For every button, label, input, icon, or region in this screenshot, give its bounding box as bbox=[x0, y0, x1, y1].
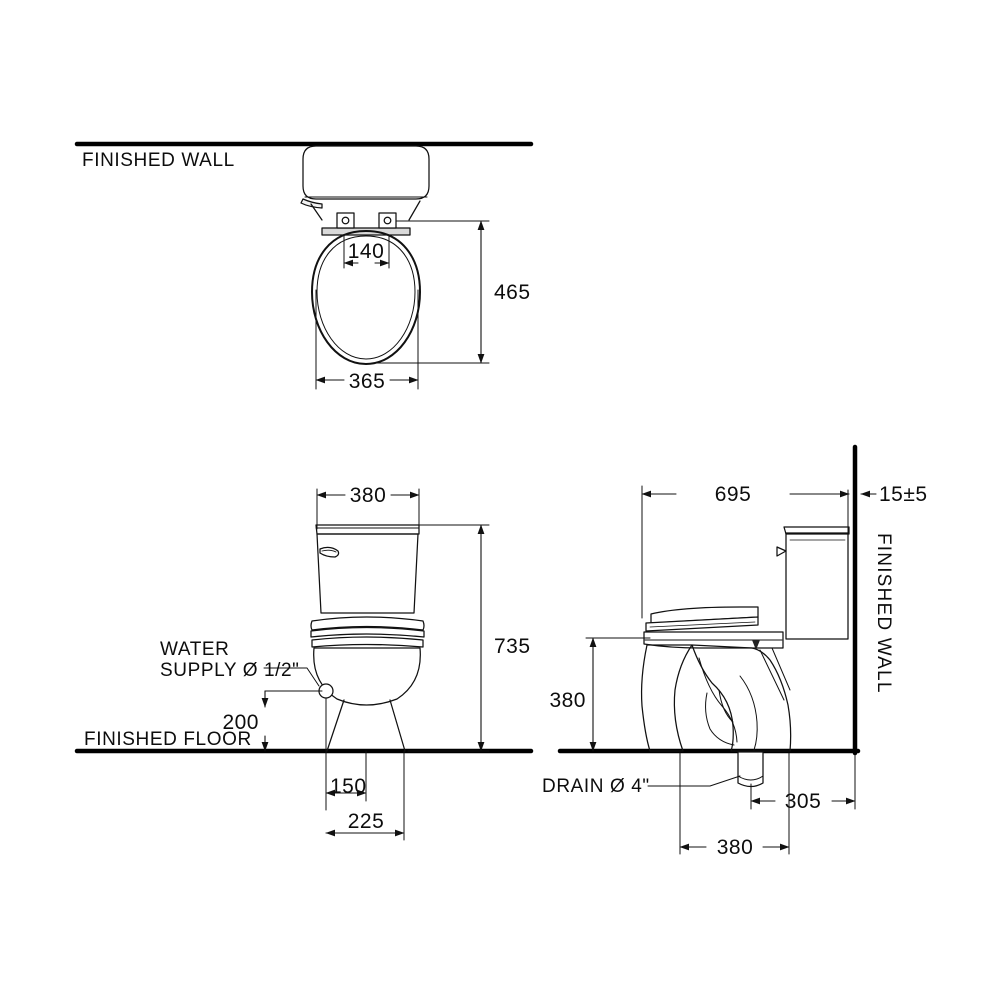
plan-hinge-bolt-left bbox=[341, 216, 350, 225]
front-dim-225-text: 225 bbox=[348, 810, 385, 833]
front-flush-handle-detail bbox=[321, 549, 337, 553]
front-finished-floor-label: FINISHED FLOOR bbox=[84, 729, 252, 750]
plan-dim-140-text: 140 bbox=[348, 240, 385, 263]
front-pedestal-right bbox=[389, 699, 406, 752]
front-seat-lid bbox=[310, 616, 425, 631]
side-seat-ring-line bbox=[649, 621, 756, 628]
side-dim-380h-text: 380 bbox=[549, 689, 586, 712]
side-dim-695-text: 695 bbox=[715, 483, 752, 506]
side-finished-wall-label: FINISHED WALL bbox=[873, 533, 894, 694]
front-elevation-view: FINISHED FLOOR WATER SUPPLY Ø 1/2" 380 bbox=[74, 484, 534, 841]
front-dim-380-text: 380 bbox=[350, 484, 387, 507]
side-drain-label: DRAIN Ø 4" bbox=[542, 776, 650, 797]
side-dim-gap-text: 15±5 bbox=[879, 483, 928, 506]
side-dim-305-text: 305 bbox=[785, 790, 822, 813]
side-trap-inner-curve-3 bbox=[705, 692, 735, 746]
side-dim-380d-text: 380 bbox=[717, 836, 754, 859]
side-trap-inner-curve-4 bbox=[739, 675, 758, 751]
plan-hinge-block-right bbox=[378, 212, 397, 229]
front-bowl bbox=[313, 647, 421, 706]
plan-dim-365-text: 365 bbox=[349, 370, 386, 393]
front-dim-150-text: 150 bbox=[330, 775, 367, 798]
side-tank-support-right bbox=[771, 647, 791, 691]
side-drain-spigot-curve bbox=[737, 775, 764, 781]
plan-flush-lever bbox=[300, 198, 323, 209]
side-fill-valve-nub bbox=[752, 640, 760, 650]
side-trap-inner-curve-1 bbox=[698, 657, 738, 743]
front-pedestal-left bbox=[326, 699, 345, 752]
plan-view: FINISHED WALL 140 465 bbox=[74, 141, 534, 393]
plan-seat-inner-ring bbox=[316, 235, 416, 360]
front-dim-735-text: 735 bbox=[494, 635, 531, 658]
front-water-supply-label-line1: WATER bbox=[160, 639, 230, 660]
front-tank-lid bbox=[315, 524, 420, 535]
front-seat-ring bbox=[310, 626, 425, 638]
plan-bowl-right-shoulder bbox=[408, 200, 421, 221]
plan-hinge-block-left bbox=[336, 212, 355, 229]
side-tank-body bbox=[785, 532, 849, 640]
side-flush-lever bbox=[776, 546, 787, 557]
side-pedestal-front bbox=[640, 644, 693, 752]
front-seat-base-rim bbox=[311, 636, 424, 648]
plan-tank-outline bbox=[302, 145, 430, 200]
side-tank-lid bbox=[783, 526, 850, 535]
front-tank-body bbox=[316, 533, 419, 614]
side-tank-support-left bbox=[759, 649, 785, 701]
front-water-supply-label-line2: SUPPLY Ø 1/2" bbox=[160, 660, 300, 681]
side-trap-housing bbox=[691, 644, 792, 752]
side-trap-inner-curve-2 bbox=[718, 689, 734, 723]
side-seat-lid bbox=[650, 606, 759, 624]
side-elevation-view: FINISHED WALL DRAIN Ø 4" bbox=[542, 444, 928, 859]
plan-seat-outline bbox=[311, 230, 421, 365]
front-flush-handle bbox=[319, 546, 340, 558]
front-dim-200-text: 200 bbox=[222, 711, 259, 734]
side-drain-leader bbox=[647, 775, 741, 787]
side-drain-spigot bbox=[737, 751, 764, 788]
front-water-supply-leader bbox=[263, 667, 320, 687]
plan-finished-wall-label: FINISHED WALL bbox=[82, 150, 235, 171]
side-seat-ring bbox=[645, 616, 759, 632]
plan-dim-465-text: 465 bbox=[494, 281, 531, 304]
plan-bowl-left-shoulder bbox=[310, 203, 323, 221]
plan-hinge-bolt-right bbox=[383, 216, 392, 225]
